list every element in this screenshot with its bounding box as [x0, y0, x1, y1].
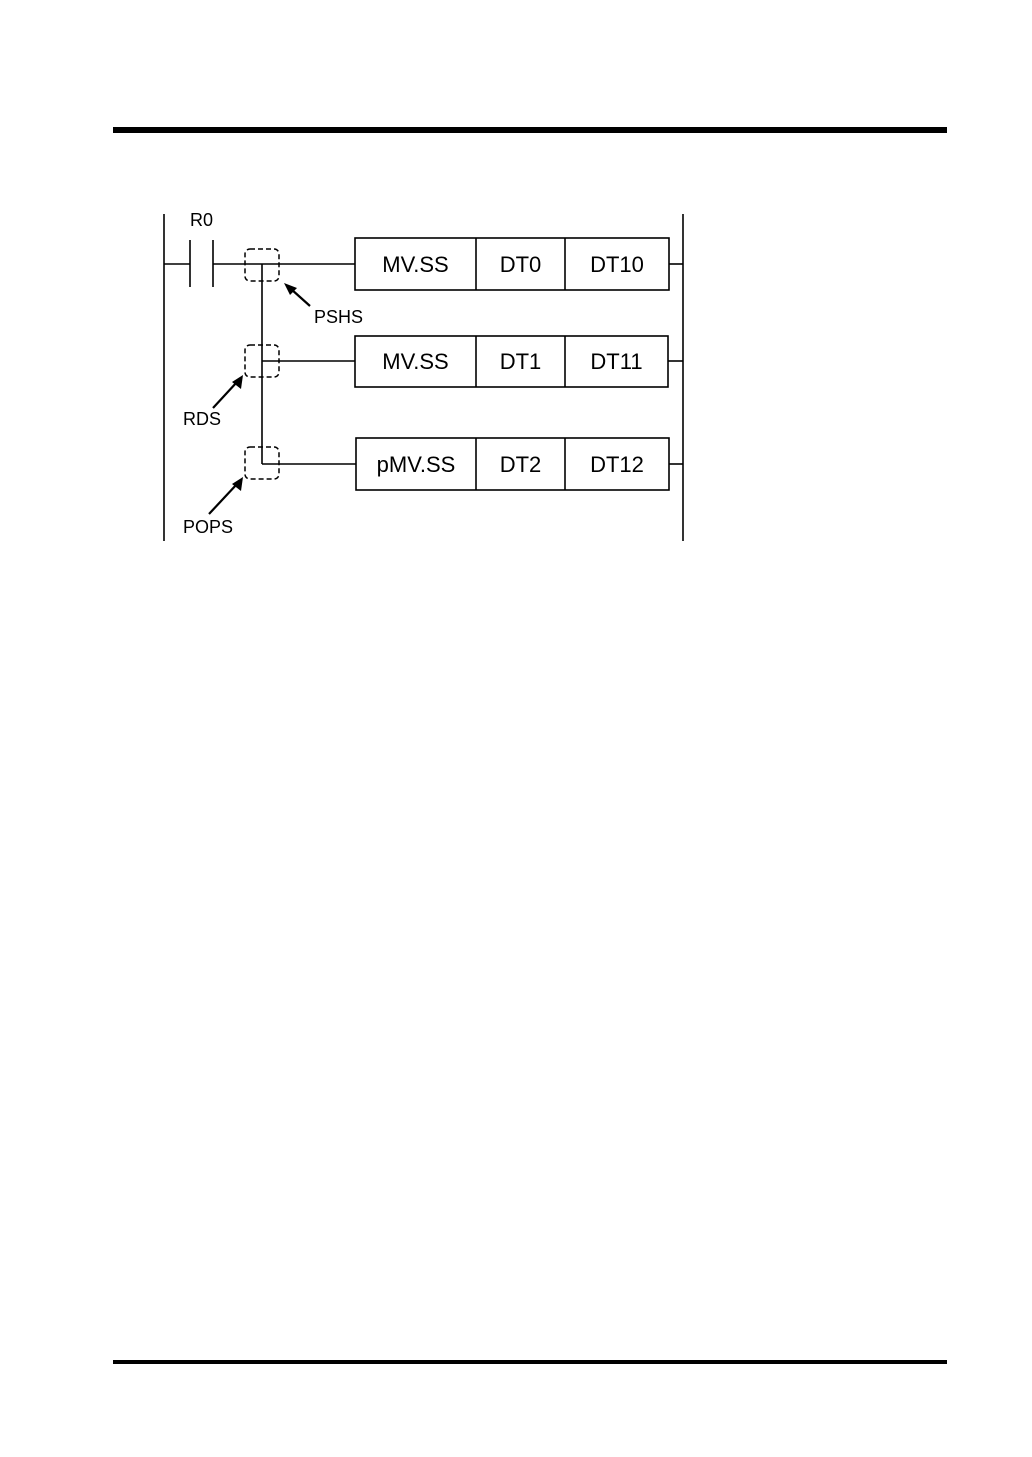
rung-1-instruction: MV.SS [382, 252, 448, 277]
rung-2-destination: DT11 [590, 349, 642, 374]
ladder-diagram: R0 PSHS RDS POPS MV.SS DT0 DT10 MV.SS DT… [0, 0, 1032, 600]
rung-3-destination: DT12 [590, 452, 644, 477]
rung-2-source: DT1 [500, 349, 542, 374]
rung-1-source: DT0 [500, 252, 542, 277]
rds-label: RDS [183, 409, 221, 429]
rung-3-instruction: pMV.SS [377, 452, 456, 477]
rung-3-source: DT2 [500, 452, 542, 477]
pops-arrow [209, 484, 237, 514]
rds-arrow [213, 382, 237, 408]
pshs-arrow [291, 289, 310, 306]
rung-1-destination: DT10 [590, 252, 644, 277]
contact-label: R0 [190, 210, 213, 230]
pshs-label: PSHS [314, 307, 363, 327]
pops-label: POPS [183, 517, 233, 537]
bottom-rule [113, 1360, 947, 1364]
rung-2-instruction: MV.SS [382, 349, 448, 374]
